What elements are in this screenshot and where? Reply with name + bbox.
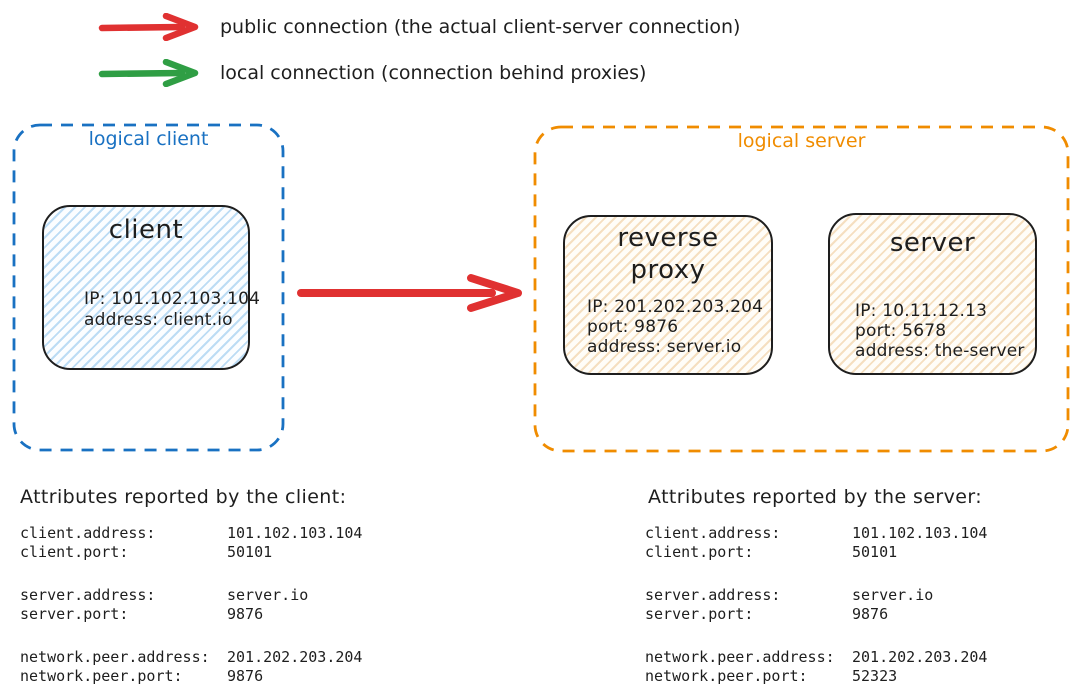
client-node-title: client — [108, 215, 184, 245]
client-attr-group-client: client.address: 101.102.103.104 client.p… — [20, 524, 362, 562]
logical-client-frame: logical client — [12, 123, 285, 452]
legend-row-local-connection: local connection (connection behind prox… — [98, 59, 646, 87]
server-ip-line: IP: 10.11.12.13 — [855, 301, 988, 321]
logical-server-label: logical server — [737, 130, 866, 152]
attr-row-network-peer-address: network.peer.address: 201.202.203.204 — [20, 648, 363, 666]
attr-row-network-peer-address: network.peer.address: 201.202.203.204 — [645, 648, 988, 666]
client-to-server-connection-arrow — [297, 274, 522, 312]
server-attributes-body: client.address: 101.102.103.104 client.p… — [645, 524, 987, 686]
client-ip-line: IP: 101.102.103.104 — [84, 289, 261, 309]
server-attributes-heading: Attributes reported by the server: — [648, 486, 983, 508]
server-attr-group-client: client.address: 101.102.103.104 client.p… — [645, 524, 987, 562]
client-attributes-body: client.address: 101.102.103.104 client.p… — [20, 524, 362, 686]
reverse-proxy-node: reverse proxy IP: 201.202.203.204 port: … — [563, 215, 773, 375]
attr-row-server-port: server.port: 9876 — [645, 605, 889, 623]
logical-client-label: logical client — [88, 128, 209, 150]
attr-row-client-port: client.port: 50101 — [20, 543, 273, 561]
attr-row-network-peer-port: network.peer.port: 52323 — [645, 667, 898, 685]
client-node: client IP: 101.102.103.104 address: clie… — [42, 205, 260, 370]
attr-row-server-port: server.port: 9876 — [20, 605, 264, 623]
attr-row-client-address: client.address: 101.102.103.104 — [20, 524, 363, 542]
logical-server-frame: logical server — [533, 125, 1070, 453]
local-connection-arrow-icon — [98, 59, 199, 87]
server-attributes-section: Attributes reported by the server: clien… — [645, 484, 987, 686]
client-address-line: address: client.io — [84, 310, 233, 330]
server-node-info: IP: 10.11.12.13 port: 5678 address: the-… — [855, 301, 1025, 361]
logical-server-frame-border — [533, 125, 1070, 453]
server-node: server IP: 10.11.12.13 port: 5678 addres… — [828, 213, 1037, 375]
reverse-proxy-ip-line: IP: 201.202.203.204 — [587, 297, 764, 317]
reverse-proxy-node-title: reverse proxy — [617, 223, 719, 285]
logical-client-frame-border — [12, 123, 285, 452]
client-attributes-heading: Attributes reported by the client: — [20, 486, 347, 508]
reverse-proxy-port-line: port: 9876 — [587, 317, 679, 337]
reverse-proxy-address-line: address: server.io — [587, 337, 742, 357]
client-attr-group-server: server.address: server.io server.port: 9… — [20, 586, 362, 624]
attr-row-client-port: client.port: 50101 — [645, 543, 898, 561]
server-attr-group-network-peer: network.peer.address: 201.202.203.204 ne… — [645, 648, 987, 686]
attr-row-network-peer-port: network.peer.port: 9876 — [20, 667, 264, 685]
client-attributes-section: Attributes reported by the client: clien… — [20, 484, 362, 686]
attr-row-client-address: client.address: 101.102.103.104 — [645, 524, 988, 542]
legend-label-public-connection: public connection (the actual client-ser… — [220, 16, 741, 38]
server-port-line: port: 5678 — [855, 321, 947, 341]
legend-row-public-connection: public connection (the actual client-ser… — [98, 13, 740, 41]
server-address-line: address: the-server — [855, 341, 1025, 361]
server-node-title: server — [889, 228, 976, 258]
client-attr-group-network-peer: network.peer.address: 201.202.203.204 ne… — [20, 648, 362, 686]
client-node-info: IP: 101.102.103.104 address: client.io — [84, 289, 260, 331]
attr-row-server-address: server.address: server.io — [645, 586, 934, 604]
reverse-proxy-node-info: IP: 201.202.203.204 port: 9876 address: … — [587, 297, 763, 357]
legend-label-local-connection: local connection (connection behind prox… — [220, 62, 647, 84]
attr-row-server-address: server.address: server.io — [20, 586, 309, 604]
public-connection-arrow-icon — [98, 13, 199, 41]
server-attr-group-server: server.address: server.io server.port: 9… — [645, 586, 987, 624]
